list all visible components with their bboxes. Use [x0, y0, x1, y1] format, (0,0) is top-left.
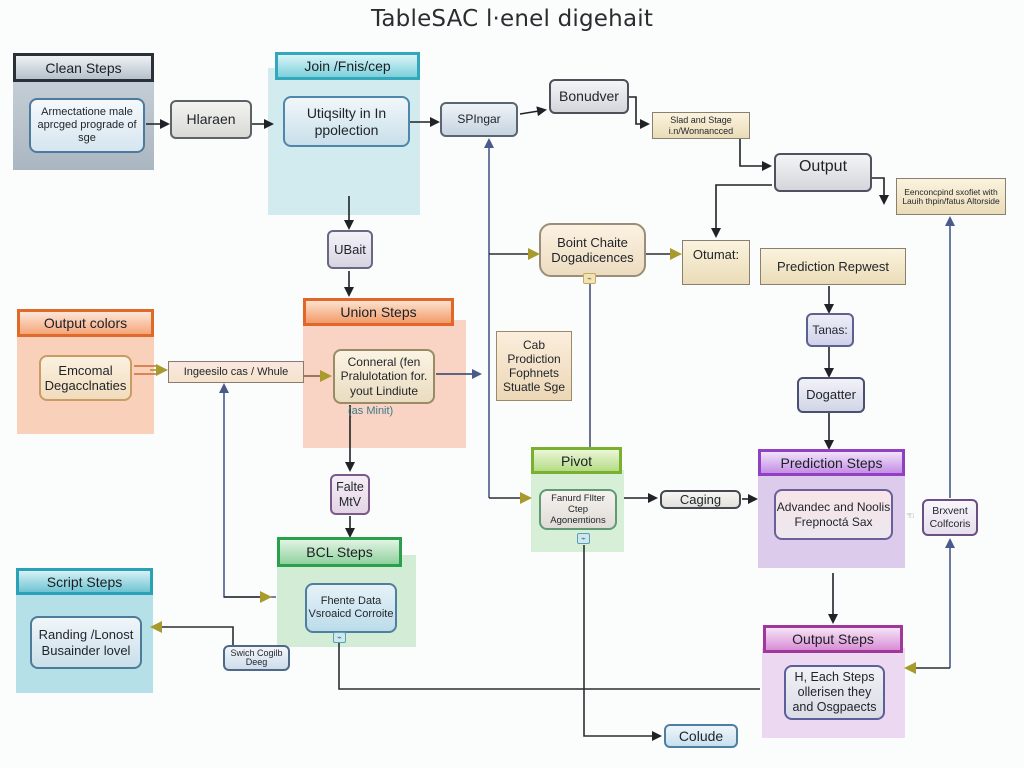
edge-spingar-to-bonudver: [519, 106, 547, 117]
node-bcl-description[interactable]: Fhente Data Vsroaicd Corroite: [305, 583, 397, 633]
link-icon: ⌁: [583, 273, 596, 284]
node-output-colors-description[interactable]: Emcomal Degacclnaties: [39, 355, 132, 401]
node-spingar[interactable]: SPIngar: [440, 102, 518, 137]
group-header-union-steps: Union Steps: [303, 298, 454, 326]
node-tanas[interactable]: Tanas:: [806, 313, 854, 347]
node-prediction-description[interactable]: Advandec and Noolis Frepnoctá Sax: [774, 489, 893, 540]
node-boint-chaite[interactable]: Boint Chaite Dogadicences: [539, 223, 646, 277]
group-header-output-steps: Output Steps: [763, 625, 903, 653]
group-header-script-steps: Script Steps: [16, 568, 153, 595]
edge-pivot-to-colude: [583, 545, 662, 741]
diagram-title: TableSAC l·enel digehait: [370, 6, 654, 32]
node-false-mv[interactable]: Falte MtV: [330, 474, 370, 515]
node-encoding-note[interactable]: Eenconcpind sxofiet with Lauih thpin/fat…: [896, 178, 1006, 215]
node-ubait[interactable]: UBait: [327, 230, 373, 269]
node-brxvent[interactable]: Brxvent Colfcoris: [922, 499, 978, 536]
edge-output-to-encoding: [872, 177, 889, 205]
node-ingression[interactable]: Ingeesilo cas / Whule: [168, 361, 304, 383]
node-output[interactable]: Output: [774, 153, 872, 192]
edge-slad-to-output: [739, 139, 772, 171]
edge-switch-to-script: [150, 621, 234, 648]
group-header-bcl-steps: BCL Steps: [277, 537, 402, 567]
node-union-description[interactable]: Conneral (fen Pralulotation for. yout Li…: [333, 349, 435, 404]
node-bonudver[interactable]: Bonudver: [549, 79, 629, 114]
node-script-description[interactable]: Randing /Lonost Busainder lovel: [30, 616, 142, 669]
group-header-join-steps: Join /Fnis/cep: [275, 52, 420, 80]
hand-icon: ☜: [906, 511, 915, 522]
node-cab-prediction[interactable]: Cab Prodiction Fophnets Stuatle Sge: [496, 331, 572, 401]
node-dogatter[interactable]: Dogatter: [797, 377, 865, 413]
group-header-clean-steps: Clean Steps: [13, 53, 154, 82]
node-colude[interactable]: Colude: [664, 724, 738, 748]
node-otumat[interactable]: Otumat:: [682, 240, 750, 285]
group-header-output-colors: Output colors: [17, 309, 154, 337]
group-header-pivot: Pivot: [531, 447, 622, 474]
node-switch-group[interactable]: Swich Cogilb Deeg: [223, 645, 290, 671]
node-caging[interactable]: Caging: [660, 490, 741, 509]
node-slad-and-stage[interactable]: Slad and Stage i.n/Wonnancced: [652, 112, 750, 139]
edge-bcl-loop-to-ingression: [219, 383, 276, 598]
node-output-steps-description[interactable]: H, Each Steps ollerisen they and Osgpaec…: [784, 665, 885, 720]
link-icon: ⌁: [333, 632, 346, 643]
group-header-prediction-steps: Prediction Steps: [758, 449, 905, 476]
edge-output-to-otumat: [711, 184, 772, 238]
union-note: (as Minit): [348, 405, 394, 417]
edge-bonudver-to-slad: [629, 96, 650, 129]
node-prediction-request[interactable]: Prediction Repwest: [760, 248, 906, 285]
node-join-description[interactable]: Utiqsilty in In ppolection: [283, 96, 410, 147]
node-pivot-description[interactable]: Fanurd Fllter Ctep Agonemtions: [539, 489, 617, 530]
node-hlaraen[interactable]: Hlaraen: [170, 100, 252, 139]
link-icon: ⌁: [577, 533, 590, 544]
node-clean-description[interactable]: Armectatione male aprcged prograde of sg…: [29, 98, 145, 153]
